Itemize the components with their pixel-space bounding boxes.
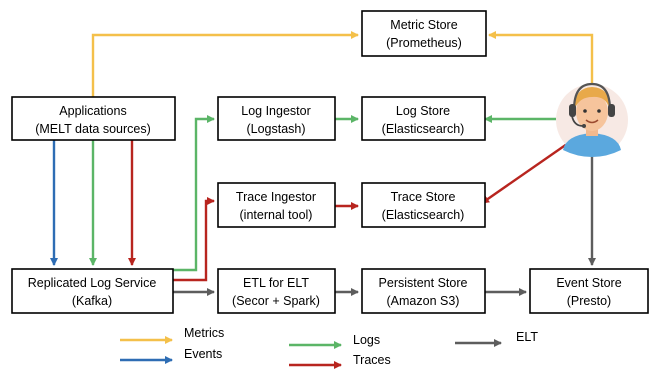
node-event-store: Event Store (Presto) bbox=[529, 268, 649, 314]
node-log-ingestor: Log Ingestor (Logstash) bbox=[217, 96, 336, 141]
node-applications-title: Applications bbox=[59, 104, 126, 118]
node-trace-store: Trace Store (Elasticsearch) bbox=[361, 182, 486, 228]
edge-replicated-log-to-trace-ingestor bbox=[173, 197, 215, 282]
legend-label-metrics: Metrics bbox=[184, 326, 224, 340]
node-replicated-log-service: Replicated Log Service (Kafka) bbox=[11, 268, 174, 314]
node-trace-ingestor: Trace Ingestor (internal tool) bbox=[217, 182, 336, 228]
node-replicated-log-subtitle: (Kafka) bbox=[72, 294, 112, 308]
node-persistent-store-title: Persistent Store bbox=[379, 276, 468, 290]
edge-applications-to-metric-store bbox=[91, 31, 359, 97]
legend-label-events: Events bbox=[184, 347, 222, 361]
legend-item-metrics: Metrics bbox=[120, 326, 224, 344]
node-applications: Applications (MELT data sources) bbox=[11, 96, 176, 141]
user-avatar-with-headset-icon bbox=[556, 82, 628, 157]
node-log-store: Log Store (Elasticsearch) bbox=[361, 96, 486, 141]
node-metric-store: Metric Store (Prometheus) bbox=[361, 10, 487, 57]
node-persistent-store: Persistent Store (Amazon S3) bbox=[361, 268, 486, 314]
node-metric-store-title: Metric Store bbox=[390, 18, 457, 32]
node-applications-subtitle: (MELT data sources) bbox=[35, 122, 151, 136]
node-persistent-store-subtitle: (Amazon S3) bbox=[387, 294, 460, 308]
node-replicated-log-title: Replicated Log Service bbox=[28, 276, 157, 290]
node-trace-ingestor-subtitle: (internal tool) bbox=[240, 208, 313, 222]
node-event-store-subtitle: (Presto) bbox=[567, 294, 611, 308]
node-trace-store-title: Trace Store bbox=[391, 190, 456, 204]
legend-label-traces: Traces bbox=[353, 353, 391, 367]
legend-label-elt: ELT bbox=[516, 330, 538, 344]
node-etl-title: ETL for ELT bbox=[243, 276, 309, 290]
node-log-store-title: Log Store bbox=[396, 104, 450, 118]
edge-replicated-log-to-log-ingestor bbox=[173, 115, 215, 272]
edge-user-to-metric-store bbox=[488, 31, 594, 88]
node-trace-store-subtitle: (Elasticsearch) bbox=[382, 208, 465, 222]
node-etl-subtitle: (Secor + Spark) bbox=[232, 294, 320, 308]
node-metric-store-subtitle: (Prometheus) bbox=[386, 36, 462, 50]
legend: Metrics Events Logs Traces ELT bbox=[120, 326, 538, 369]
legend-item-events: Events bbox=[120, 347, 222, 364]
node-trace-ingestor-title: Trace Ingestor bbox=[236, 190, 316, 204]
node-event-store-title: Event Store bbox=[556, 276, 621, 290]
legend-item-traces: Traces bbox=[289, 353, 391, 369]
legend-label-logs: Logs bbox=[353, 333, 380, 347]
legend-item-logs: Logs bbox=[289, 333, 380, 349]
node-etl-for-elt: ETL for ELT (Secor + Spark) bbox=[217, 268, 336, 314]
legend-item-elt: ELT bbox=[455, 330, 538, 347]
node-log-store-subtitle: (Elasticsearch) bbox=[382, 122, 465, 136]
node-log-ingestor-subtitle: (Logstash) bbox=[246, 122, 305, 136]
node-log-ingestor-title: Log Ingestor bbox=[241, 104, 311, 118]
edge-user-to-trace-store bbox=[481, 143, 568, 204]
